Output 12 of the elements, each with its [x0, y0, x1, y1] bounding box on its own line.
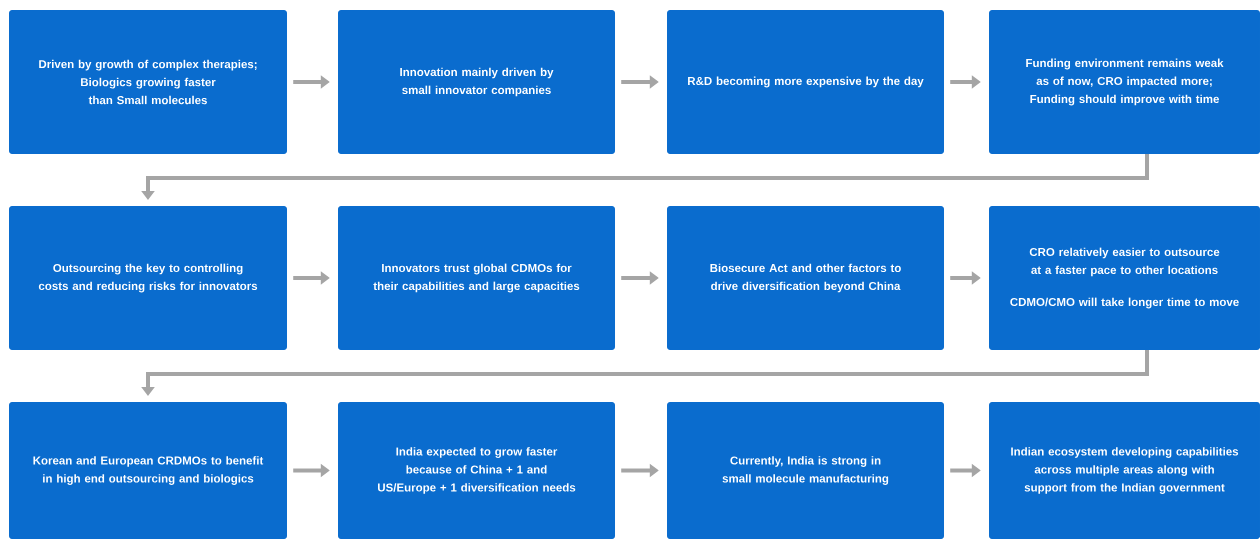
- process-box: Indian ecosystem developing capabilities across multiple areas along with support from the Indian government: [989, 402, 1260, 539]
- process-box: Currently, India is strong in small molecule manufacturing: [667, 402, 944, 539]
- process-box: R&D becoming more expensive by the day: [667, 10, 944, 154]
- process-box: Korean and European CRDMOs to benefit in high end outsourcing and biologics: [9, 402, 287, 539]
- process-box: India expected to grow faster because of China + 1 and US/Europe + 1 diversification needs: [338, 402, 615, 539]
- process-box: Driven by growth of complex therapies; Biologics growing faster than Small molecules: [9, 10, 287, 154]
- process-box: Funding environment remains weak as of now, CRO impacted more; Funding should improve with time: [989, 10, 1260, 154]
- process-box: Innovation mainly driven by small innovator companies: [338, 10, 615, 154]
- process-box: Biosecure Act and other factors to drive diversification beyond China: [667, 206, 944, 350]
- process-box: Innovators trust global CDMOs for their capabilities and large capacities: [338, 206, 615, 350]
- process-box: CRO relatively easier to outsource at a faster pace to other locations CDMO/CMO will take longer time to move: [989, 206, 1260, 350]
- process-box: Outsourcing the key to controlling costs and reducing risks for innovators: [9, 206, 287, 350]
